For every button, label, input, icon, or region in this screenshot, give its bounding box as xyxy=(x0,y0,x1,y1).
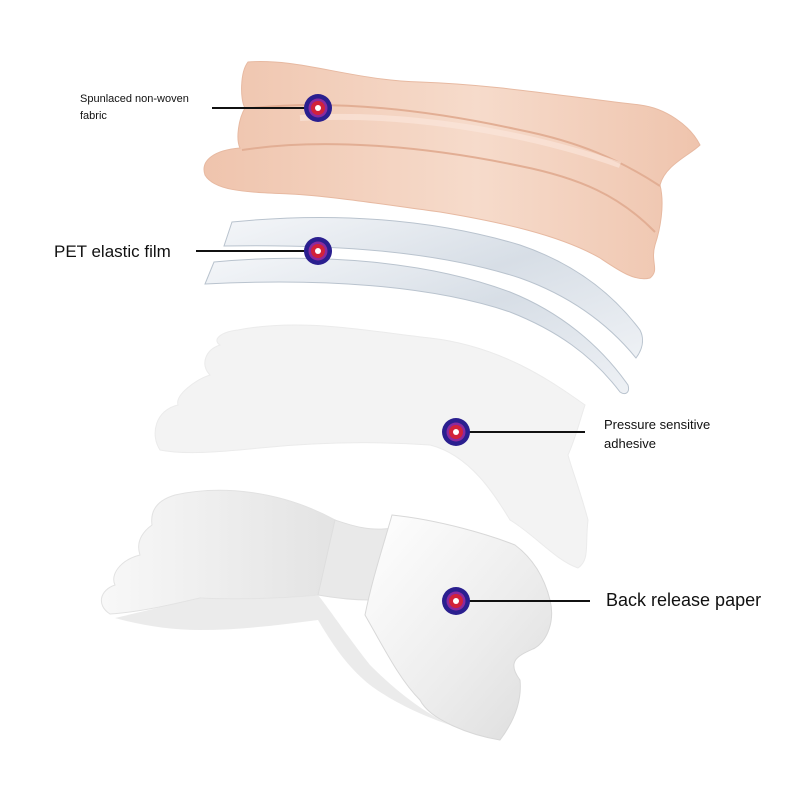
adhesive-label-line2: adhesive xyxy=(604,434,710,453)
release-label: Back release paper xyxy=(606,589,761,611)
fabric-label-line2: fabric xyxy=(80,108,189,125)
adhesive-marker xyxy=(442,418,470,446)
release-label-line1: Back release paper xyxy=(606,589,761,611)
adhesive-label: Pressure sensitive adhesive xyxy=(604,415,710,453)
adhesive-label-line1: Pressure sensitive xyxy=(604,415,710,434)
pet-label: PET elastic film xyxy=(54,241,171,263)
release-marker xyxy=(442,587,470,615)
pet-label-line1: PET elastic film xyxy=(54,241,171,263)
fabric-label: Spunlaced non-woven fabric xyxy=(80,91,189,125)
pet-marker xyxy=(304,237,332,265)
fabric-label-line1: Spunlaced non-woven xyxy=(80,91,189,108)
fabric-marker xyxy=(304,94,332,122)
release-paper-layer xyxy=(101,490,551,740)
